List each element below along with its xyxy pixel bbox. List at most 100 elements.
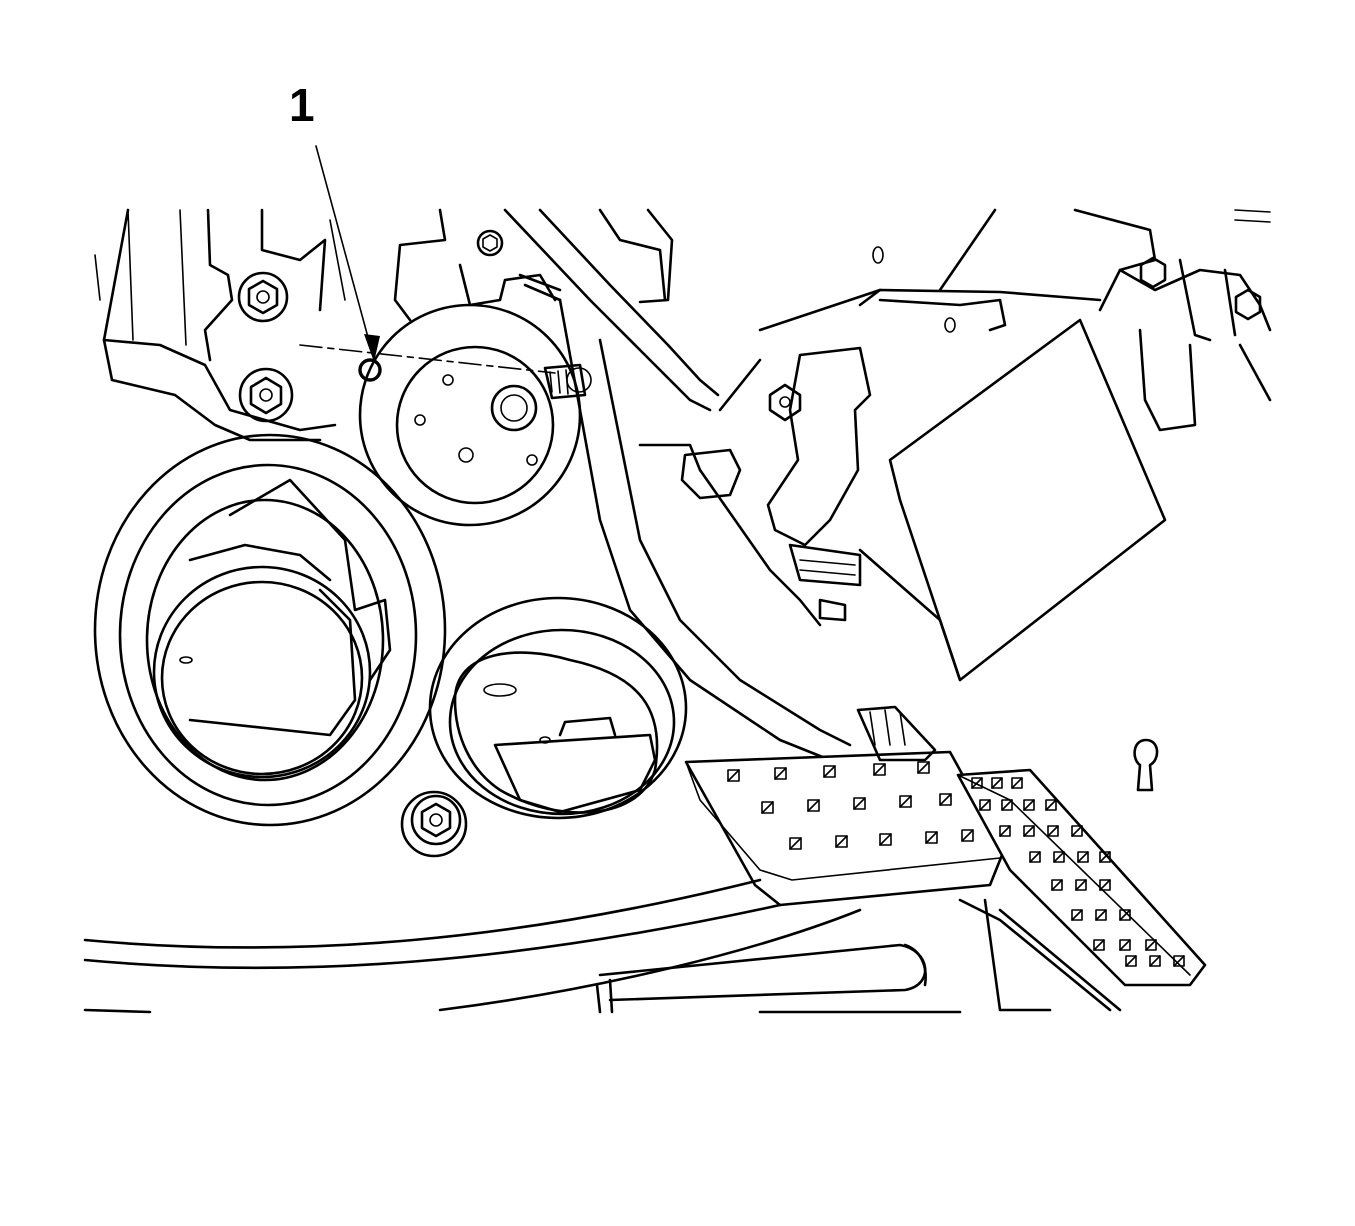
pedal-stud-mark (807, 799, 820, 812)
floor-contours (83, 878, 962, 1014)
right-rail (938, 208, 1272, 432)
pedal-stud (1011, 777, 1023, 789)
callout-leader (299, 145, 556, 382)
pedal-stud (1029, 851, 1041, 863)
pedal-stud-mark (1045, 799, 1057, 811)
pedal-stud-mark (1095, 909, 1107, 921)
pedal-stud-mark (991, 777, 1003, 789)
pedal-stud-mark (1149, 955, 1161, 967)
pedal-stud-mark (1051, 879, 1063, 891)
upper-left-bracket (94, 208, 346, 442)
lower-left-nut (400, 790, 468, 858)
pedal-stud-mark (1077, 851, 1089, 863)
pedal-stud-mark (1075, 879, 1087, 891)
pedal-stud (774, 767, 787, 780)
pedal-stud-mark (774, 767, 787, 780)
pedal-stud (807, 799, 820, 812)
brake-switch (766, 346, 872, 622)
pedal-stud (1173, 955, 1185, 967)
pedal-stud (761, 801, 774, 814)
pedal-stud-mark (999, 825, 1011, 837)
pedal-stud-mark (835, 835, 848, 848)
pedal-stud-mark (1001, 799, 1013, 811)
pedal-stud-mark (853, 797, 866, 810)
pedal-stud (979, 799, 991, 811)
pedal-stud-mark (1173, 955, 1185, 967)
pedal-stud (1071, 825, 1083, 837)
pedal-stud (1125, 955, 1137, 967)
pedal-stud-mark (899, 795, 912, 808)
pedal-stud (1051, 879, 1063, 891)
keyhole-slot (1133, 738, 1159, 792)
pedal-stud-mark (873, 763, 886, 776)
pedal-stud-mark (1119, 939, 1131, 951)
pedal-stud-mark (1145, 939, 1157, 951)
brake-pedal-arm (503, 208, 852, 762)
pedal-stud (879, 833, 892, 846)
pedal-stud-mark (1011, 777, 1023, 789)
left-duct-ring (93, 433, 447, 827)
pedal-stud-mark (925, 831, 938, 844)
pedal-stud (1119, 939, 1131, 951)
pedal-stud-mark (1047, 825, 1059, 837)
pedal-stud (1023, 825, 1035, 837)
pedal-stud (899, 795, 912, 808)
pedal-stud-mark (1119, 909, 1131, 921)
pedal-stud-mark (761, 801, 774, 814)
pedal-stud-mark (1099, 879, 1111, 891)
pedal-stud (999, 825, 1011, 837)
pedal-stud (823, 765, 836, 778)
pedal-stud (1145, 939, 1157, 951)
pedal-stud (917, 761, 930, 774)
pedal-stud (1149, 955, 1161, 967)
pedal-stud-mark (1023, 825, 1035, 837)
pedal-stud-mark (1093, 939, 1105, 951)
pedal-stud (1045, 799, 1057, 811)
pedal-stud (1093, 939, 1105, 951)
pedal-stud (1075, 879, 1087, 891)
pedal-stud-mark (1023, 799, 1035, 811)
pedal-stud (1053, 851, 1065, 863)
pedal-stud-mark (1029, 851, 1041, 863)
pedal-stud-mark (1071, 825, 1083, 837)
upper-center-bracket (393, 208, 562, 322)
pedal-stud-mark (1125, 955, 1137, 967)
pedal-stud (853, 797, 866, 810)
pedal-stud (939, 793, 952, 806)
pedal-stud (1001, 799, 1013, 811)
pedal-stud (873, 763, 886, 776)
pedal-stud (925, 831, 938, 844)
pedal-stud (991, 777, 1003, 789)
control-module-box (718, 246, 1167, 682)
pedal-stud (1099, 851, 1111, 863)
bracket-nut-lower (238, 367, 294, 423)
pedal-stud (961, 829, 974, 842)
pedal-stud-mark (727, 769, 740, 782)
bracket-nut-upper (237, 271, 289, 323)
callout-label: 1 (289, 79, 315, 131)
pedal-stud-mark (961, 829, 974, 842)
pedal-stud-mark (1053, 851, 1065, 863)
pedal-stud-mark (939, 793, 952, 806)
pedal-stud (1023, 799, 1035, 811)
pedal-pivot (638, 443, 822, 627)
pedal-stud-mark (1071, 909, 1083, 921)
pedal-stud (727, 769, 740, 782)
pedal-stud (1077, 851, 1089, 863)
center-duct-ring (428, 596, 688, 820)
pedal-stud (1071, 909, 1083, 921)
pedal-stud (971, 777, 983, 789)
hub-stud (543, 363, 592, 400)
pedal-stud-mark (789, 837, 802, 850)
pedal-stud-mark (917, 761, 930, 774)
pedal-stud (1099, 879, 1111, 891)
pedal-stud (835, 835, 848, 848)
pedal-stud-mark (979, 799, 991, 811)
accelerator-pedal (956, 768, 1207, 1012)
pedal-stud (789, 837, 802, 850)
pedal-connector (856, 705, 937, 762)
pedal-stud-mark (1099, 851, 1111, 863)
pedal-stud-mark (971, 777, 983, 789)
pedal-stud-mark (879, 833, 892, 846)
pedal-stud (1119, 909, 1131, 921)
